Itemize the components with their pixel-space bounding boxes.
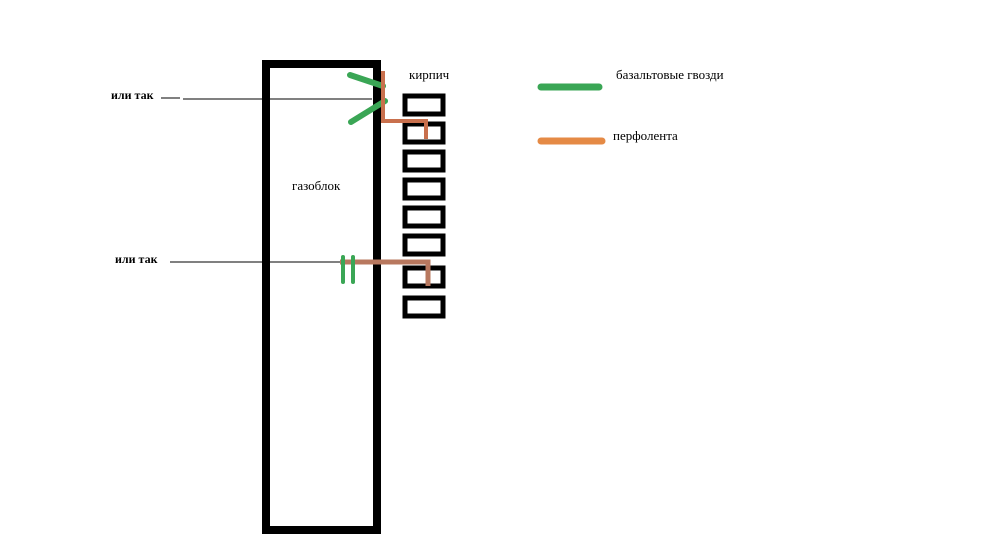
- label-option-bottom: или так: [115, 252, 158, 266]
- label-brick: кирпич: [409, 67, 450, 82]
- basalt-nail-top-upper: [347, 72, 386, 89]
- brick: [402, 149, 446, 173]
- basalt-nail-top-lower: [348, 98, 388, 125]
- label-option-top: или так: [111, 88, 154, 102]
- legend-label-nails: базальтовые гвозди: [616, 67, 724, 82]
- perforated-tape-top: [381, 71, 428, 139]
- legend-label-tape: перфолента: [613, 128, 678, 143]
- legend: базальтовые гвозди перфолента: [537, 67, 724, 145]
- brick: [402, 265, 446, 289]
- brick: [402, 93, 446, 117]
- brick: [402, 295, 446, 319]
- brick: [402, 205, 446, 229]
- brick: [402, 177, 446, 201]
- label-gasblock: газоблок: [292, 178, 341, 193]
- gasblock-wall: [262, 60, 381, 534]
- brick: [402, 233, 446, 257]
- perforated-tape-bottom: [340, 259, 431, 286]
